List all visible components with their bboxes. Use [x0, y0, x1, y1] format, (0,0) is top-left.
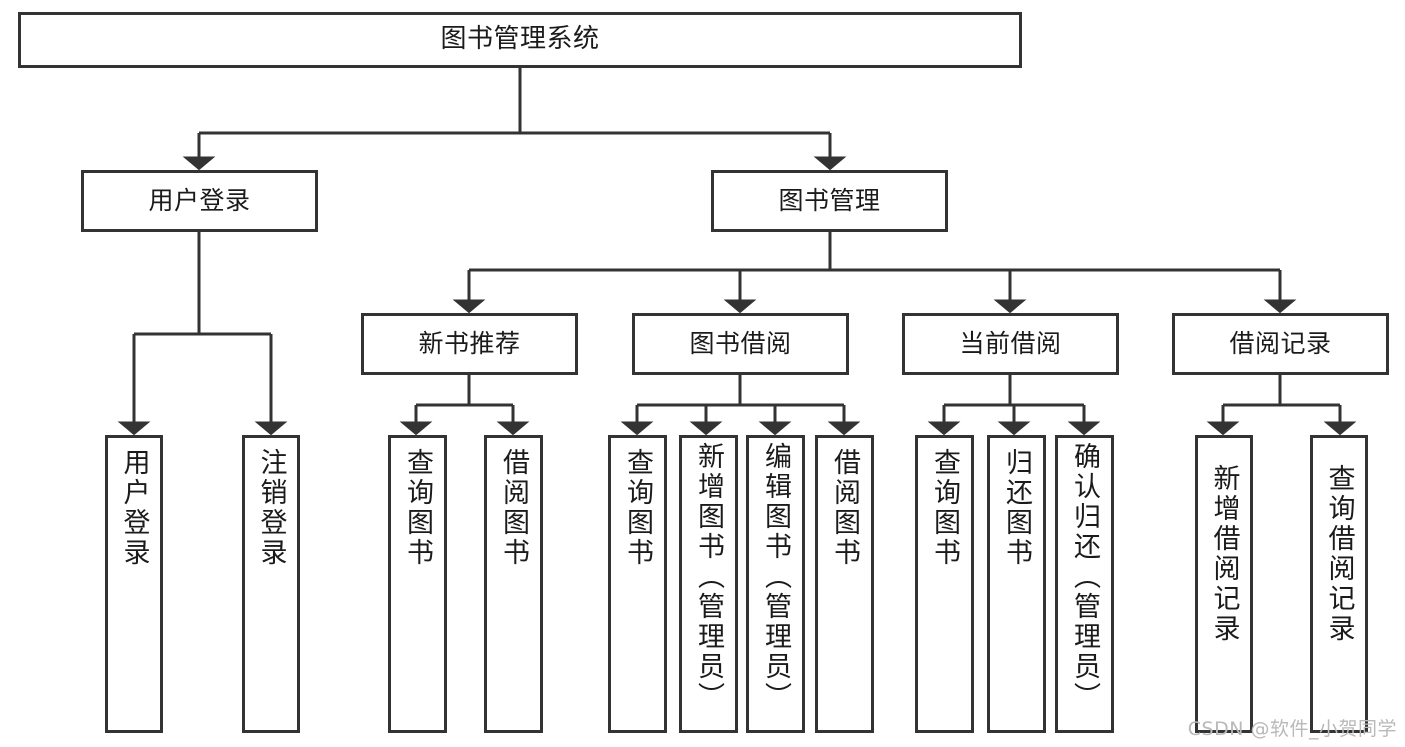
- node-borrow-record-label: 借阅记录: [1229, 328, 1332, 358]
- node-leaf-edit-book[interactable]: 编辑图书（管理员）: [746, 435, 805, 733]
- node-current-borrow[interactable]: 当前借阅: [902, 313, 1119, 375]
- node-leaf-add-record[interactable]: 新增借阅记录: [1195, 435, 1253, 733]
- node-book-manage-label: 图书管理: [778, 185, 881, 215]
- node-leaf-borrow-book-1[interactable]: 借阅图书: [484, 435, 543, 733]
- node-leaf-query-book-1-label: 查询图书: [402, 448, 433, 568]
- node-leaf-query-book-3[interactable]: 查询图书: [915, 435, 974, 733]
- node-borrow-record[interactable]: 借阅记录: [1172, 313, 1389, 375]
- node-root[interactable]: 图书管理系统: [18, 12, 1022, 68]
- node-new-book-rec[interactable]: 新书推荐: [361, 313, 578, 375]
- node-leaf-return-book-label: 归还图书: [1001, 448, 1032, 568]
- node-leaf-query-record-label: 查询借阅记录: [1323, 464, 1355, 644]
- node-leaf-user-logout[interactable]: 注销登录: [242, 435, 300, 733]
- node-leaf-borrow-book-2[interactable]: 借阅图书: [815, 435, 874, 733]
- node-leaf-add-book[interactable]: 新增图书（管理员）: [679, 435, 738, 733]
- node-book-borrow-label: 图书借阅: [689, 328, 792, 358]
- node-leaf-return-book[interactable]: 归还图书: [987, 435, 1046, 733]
- node-new-book-rec-label: 新书推荐: [418, 328, 521, 358]
- node-leaf-borrow-book-2-label: 借阅图书: [829, 448, 860, 568]
- node-leaf-add-record-label: 新增借阅记录: [1208, 464, 1240, 644]
- node-book-manage[interactable]: 图书管理: [711, 170, 948, 232]
- node-leaf-query-book-2-label: 查询图书: [622, 448, 653, 568]
- node-root-label: 图书管理系统: [440, 24, 600, 55]
- node-book-borrow[interactable]: 图书借阅: [632, 313, 849, 375]
- node-leaf-user-logout-label: 注销登录: [255, 448, 287, 568]
- node-leaf-confirm-return-label: 确认归还（管理员）: [1069, 442, 1100, 712]
- node-leaf-query-book-1[interactable]: 查询图书: [388, 435, 447, 733]
- node-leaf-user-login[interactable]: 用户登录: [105, 435, 163, 733]
- node-leaf-query-book-3-label: 查询图书: [929, 448, 960, 568]
- node-leaf-add-book-label: 新增图书（管理员）: [693, 442, 724, 712]
- node-leaf-edit-book-label: 编辑图书（管理员）: [760, 442, 791, 712]
- node-leaf-confirm-return[interactable]: 确认归还（管理员）: [1055, 435, 1114, 733]
- node-leaf-query-record[interactable]: 查询借阅记录: [1310, 435, 1368, 733]
- node-leaf-query-book-2[interactable]: 查询图书: [608, 435, 667, 733]
- node-current-borrow-label: 当前借阅: [959, 328, 1062, 358]
- node-user-login-label: 用户登录: [148, 185, 251, 215]
- node-user-login[interactable]: 用户登录: [81, 170, 318, 232]
- node-leaf-borrow-book-1-label: 借阅图书: [498, 448, 529, 568]
- node-leaf-user-login-label: 用户登录: [118, 448, 150, 568]
